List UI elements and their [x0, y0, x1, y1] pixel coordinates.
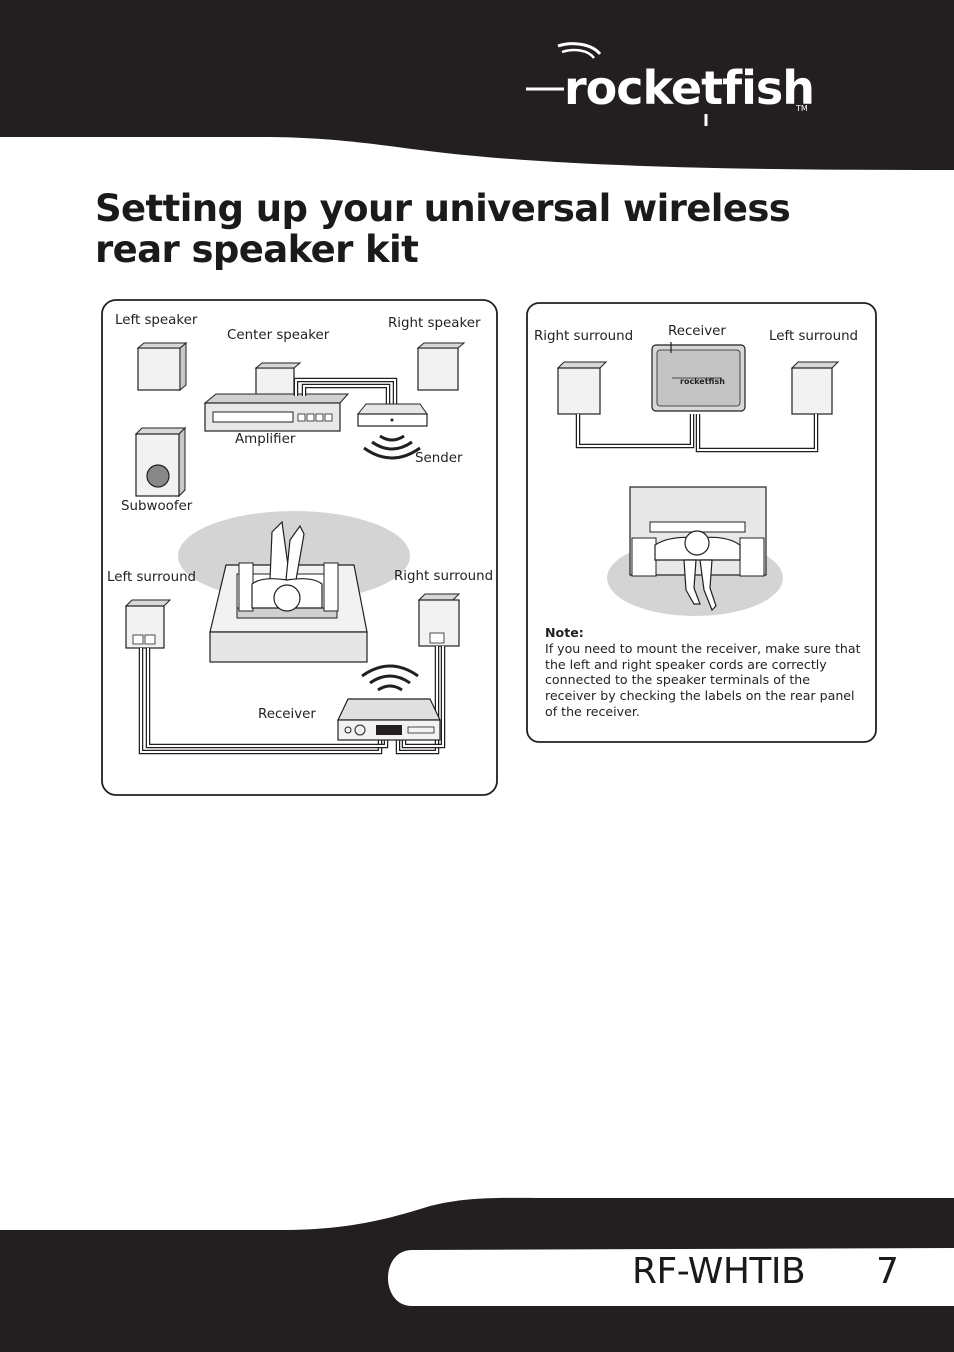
logo-swoosh-icon: [526, 42, 708, 126]
amplifier-icon: [203, 393, 350, 432]
sender-wireless-icon: [363, 434, 421, 460]
header-banner: [0, 0, 954, 170]
receiver-wireless-icon: [361, 664, 419, 692]
page-number: 7: [876, 1251, 899, 1292]
label-amplifier: Amplifier: [235, 432, 296, 447]
footer-banner: [0, 1197, 954, 1352]
person-icon: [654, 530, 741, 612]
brand-logo: rocketfish TM: [520, 38, 820, 130]
left-surround-speaker-icon: [790, 361, 840, 415]
label-left-speaker: Left speaker: [115, 313, 198, 328]
label-center-speaker: Center speaker: [227, 328, 330, 343]
svg-text:rocketfish: rocketfish: [680, 377, 725, 386]
trademark-mark: TM: [796, 104, 808, 113]
person-icon: [251, 520, 323, 612]
label-left-surround: Left surround: [107, 570, 197, 585]
sender-icon: [356, 403, 428, 427]
label-receiver: Receiver: [668, 324, 726, 339]
note-block: Note: If you need to mount the receiver,…: [545, 625, 863, 720]
page-title: Setting up your universal wireless rear …: [95, 187, 791, 271]
left-surround-speaker-icon: [124, 599, 172, 649]
label-left-surround: Left surround: [769, 329, 859, 344]
right-speaker-icon: [416, 342, 466, 391]
subwoofer-icon: [134, 426, 187, 498]
label-right-surround: Right surround: [394, 569, 494, 584]
note-body: If you need to mount the receiver, make …: [545, 640, 861, 719]
left-speaker-icon: [136, 341, 188, 392]
label-right-speaker: Right speaker: [388, 316, 481, 331]
label-subwoofer: Subwoofer: [121, 499, 193, 514]
note-heading: Note:: [545, 625, 584, 640]
model-number: RF-WHTIB: [632, 1251, 806, 1292]
right-surround-speaker-icon: [417, 593, 461, 647]
receiver-unit-icon: [337, 698, 441, 741]
brand-name: rocketfish: [564, 61, 815, 115]
right-surround-speaker-icon: [556, 361, 608, 415]
label-receiver: Receiver: [258, 707, 316, 722]
label-sender: Sender: [415, 451, 463, 466]
label-right-surround: Right surround: [534, 329, 634, 344]
receiver-unit-icon: rocketfish: [651, 342, 746, 412]
